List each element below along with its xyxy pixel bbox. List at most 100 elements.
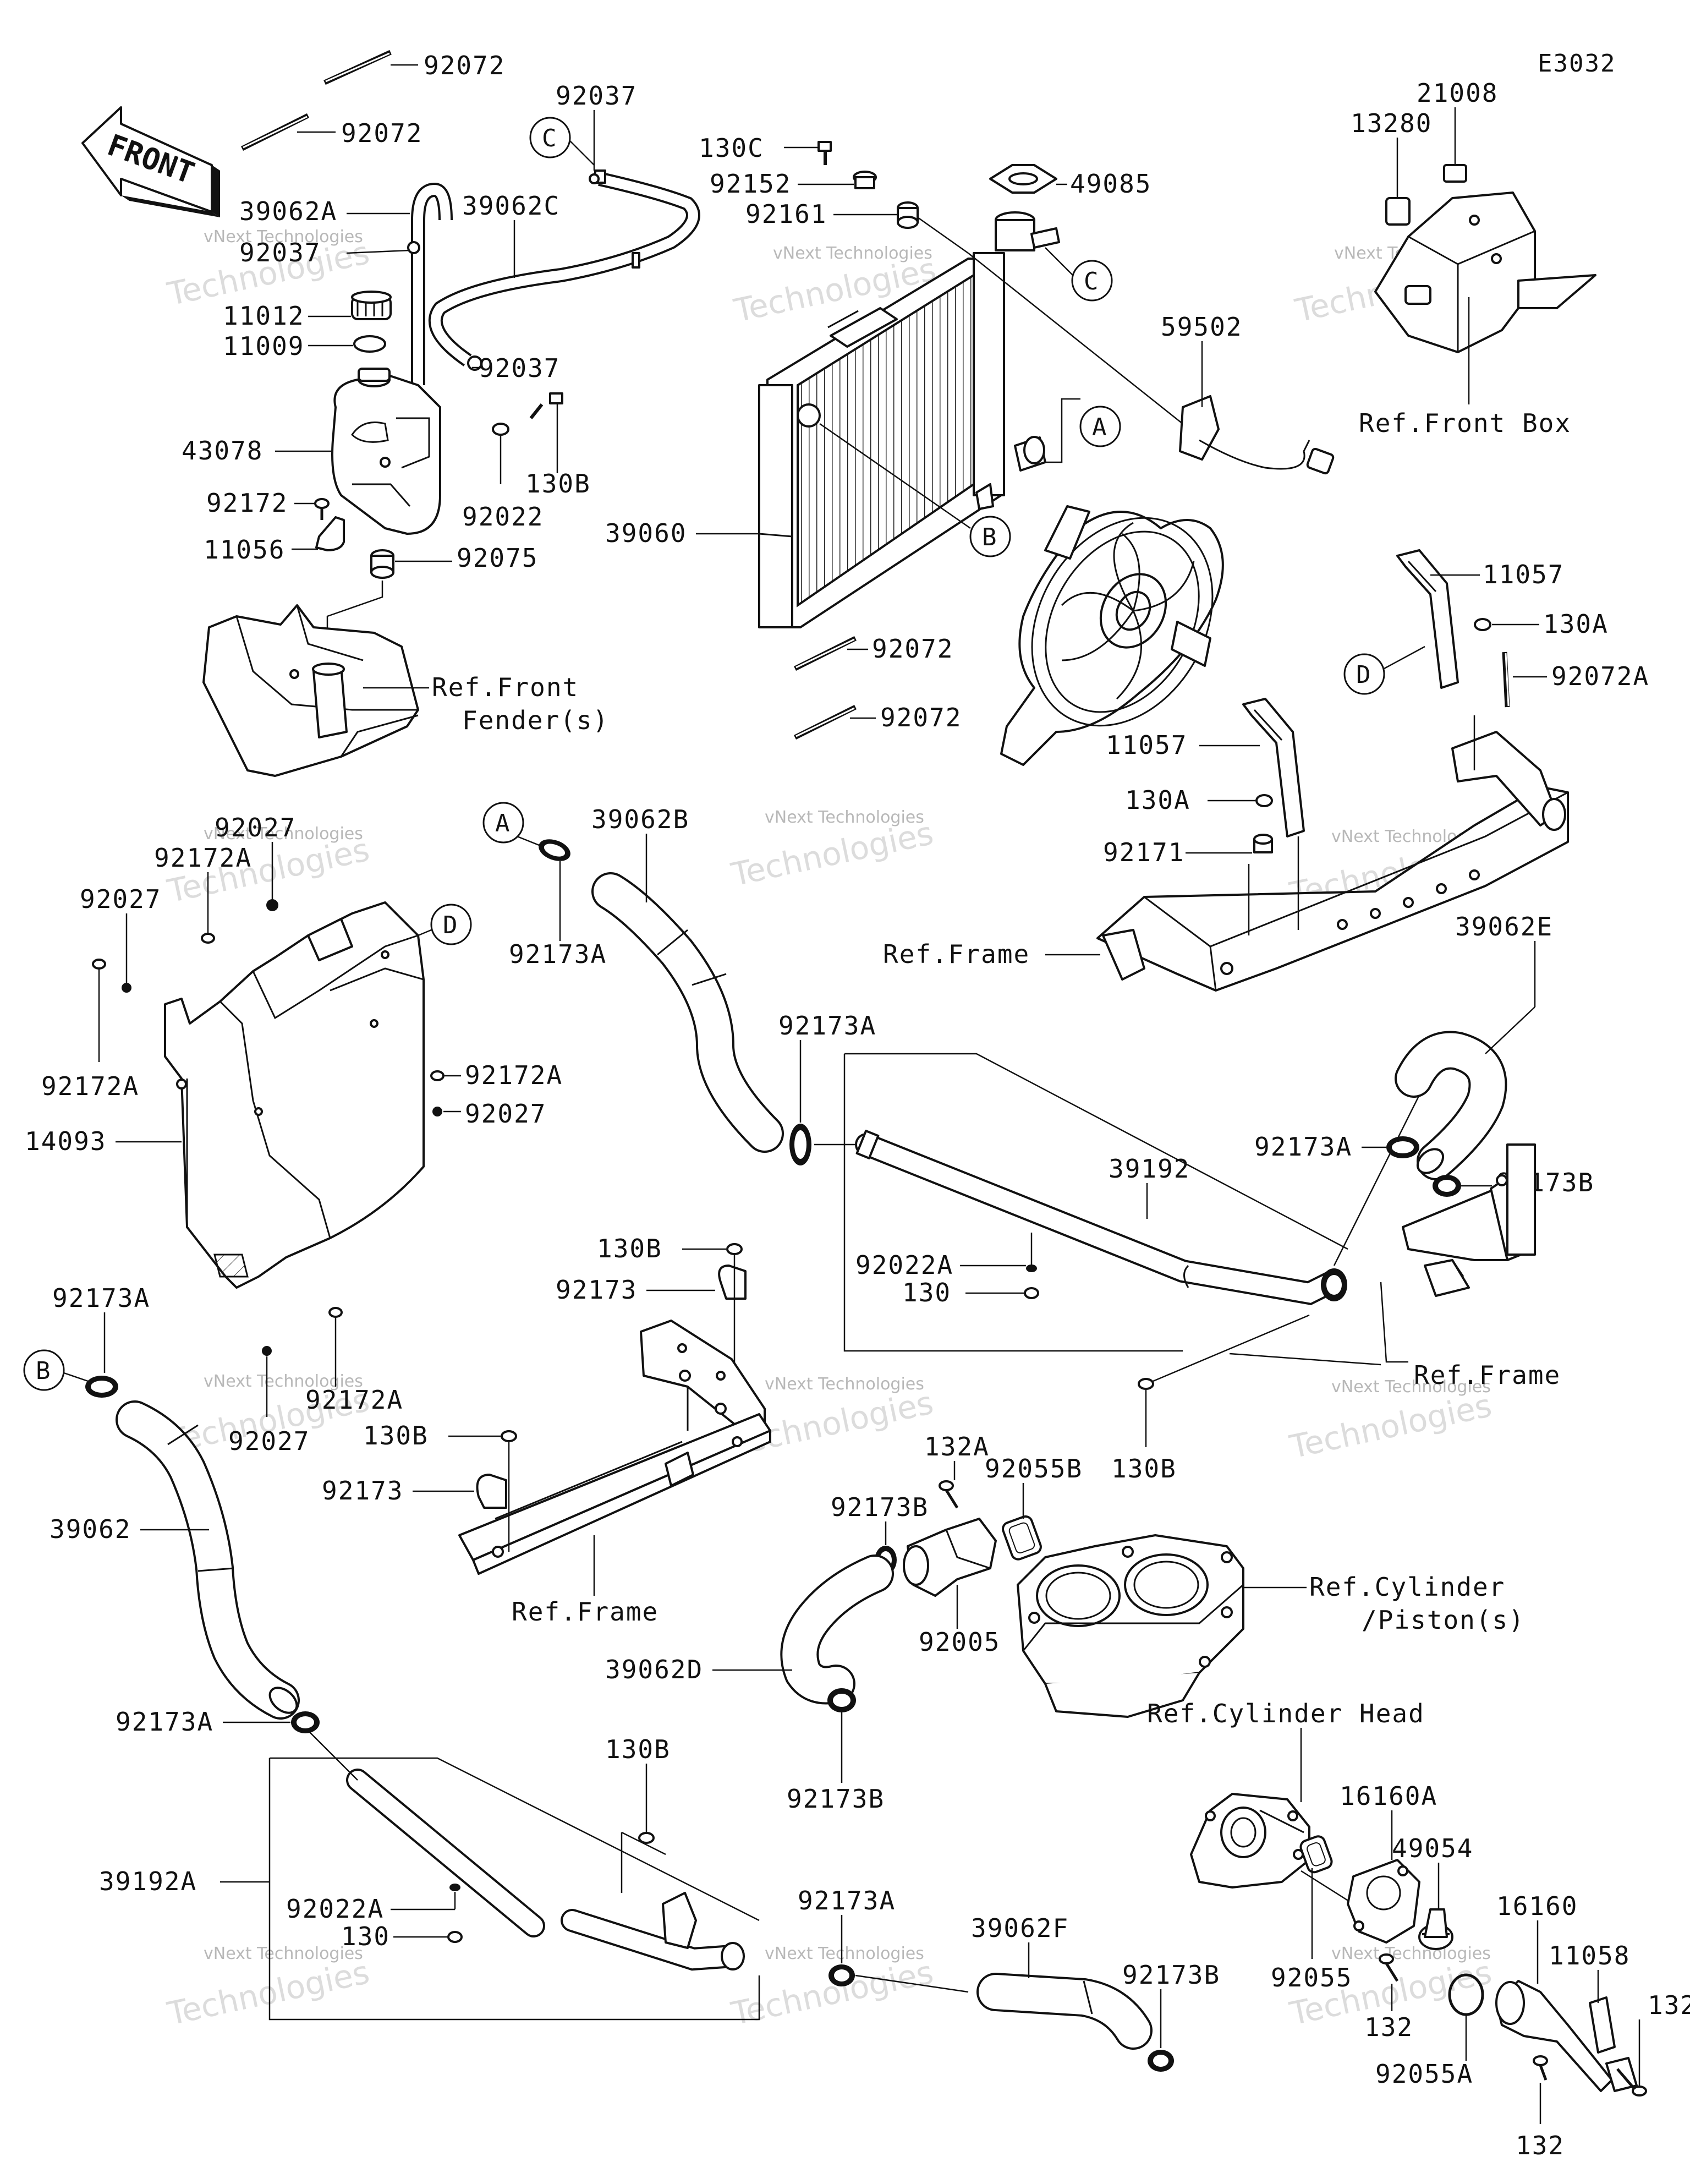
- part-label: 92055B: [985, 1454, 1083, 1484]
- watermark-text: vNext Technologies: [204, 227, 363, 247]
- bolt-icon: [638, 1832, 655, 1844]
- ref-label: Ref.Front: [432, 672, 579, 702]
- nut-icon: [122, 983, 131, 993]
- part-label: 130B: [1111, 1454, 1177, 1484]
- part-label: 11057: [1106, 730, 1187, 760]
- bolt-icon: [1255, 794, 1273, 807]
- callout-circle: [1343, 653, 1385, 695]
- hose-clamp-icon: [291, 1711, 320, 1733]
- bolt-icon: [1379, 1953, 1399, 1982]
- part-label: 92172A: [465, 1060, 563, 1090]
- part-label: 92172: [206, 488, 288, 518]
- part-label: 130A: [1125, 785, 1190, 815]
- watermark-big: Technologies: [1286, 1387, 1495, 1466]
- part-label: 39062F: [971, 1913, 1069, 1943]
- callout-A: A: [495, 809, 510, 838]
- part-label: 39192: [1109, 1154, 1190, 1184]
- part-label: 92173: [322, 1476, 403, 1506]
- part-label: 130: [902, 1278, 951, 1307]
- frame-ref-part: [1096, 731, 1569, 992]
- nut-icon: [1253, 834, 1273, 853]
- part-label: 132: [1648, 1990, 1690, 2020]
- cable-tie-icon: [1502, 652, 1510, 708]
- bolt-icon: [1533, 2055, 1548, 2081]
- part-label: 92037: [239, 238, 321, 267]
- cable-tie-icon: [240, 50, 418, 151]
- nut-icon: [262, 1346, 272, 1356]
- watermark-text: vNext Technologies: [765, 808, 924, 827]
- radiator-fan-assembly: [1000, 395, 1335, 766]
- part-label: 92027: [80, 884, 161, 914]
- reservoir-cap-icon: [351, 291, 392, 320]
- washer-icon: [449, 1884, 460, 1891]
- watermark-big: Technologies: [164, 1953, 373, 2033]
- callout-B: B: [982, 523, 997, 551]
- part-label: 92173B: [831, 1492, 929, 1522]
- fuse-relay-icon: [1385, 197, 1411, 226]
- thermostat-icon: [1418, 1908, 1453, 1950]
- part-label: 49054: [1392, 1833, 1473, 1863]
- callout-A: A: [1092, 413, 1107, 441]
- fan-bracket-icon: [1396, 549, 1459, 689]
- callout-D: D: [443, 911, 458, 939]
- washer-icon: [1026, 1265, 1037, 1272]
- part-label: 92172A: [305, 1385, 403, 1415]
- coolant-reservoir-tank: [331, 368, 441, 535]
- part-label: 39062: [50, 1514, 131, 1544]
- ref-label: /Piston(s): [1362, 1605, 1525, 1635]
- hose-clamp-icon: [85, 1376, 118, 1398]
- part-label: 39062A: [239, 196, 337, 226]
- ref-label: Ref.Cylinder Head: [1147, 1699, 1425, 1728]
- front-box-ref-part: [1374, 191, 1596, 353]
- screw-icon: [201, 933, 215, 944]
- bolt-icon: [529, 392, 563, 419]
- part-label: 13280: [1351, 108, 1432, 138]
- hose-clamp-icon: [828, 1964, 855, 1986]
- part-label: 11057: [1483, 560, 1564, 589]
- bolt-icon: [1616, 2068, 1647, 2097]
- fan-shroud-cover: [164, 901, 425, 1289]
- part-label: 21008: [1417, 78, 1498, 108]
- bolt-icon: [1474, 618, 1491, 631]
- radiator-hose-39062B: [591, 872, 784, 1153]
- bolt-icon: [1138, 1378, 1154, 1390]
- callout-circle: [969, 516, 1011, 557]
- ref-label: Ref.Front Box: [1359, 408, 1571, 438]
- frame-ref-part: [458, 1320, 771, 1575]
- part-label: 92072: [341, 118, 422, 148]
- callout-circle: [430, 904, 472, 945]
- part-label: 92173A: [509, 939, 607, 969]
- part-label: 39062E: [1455, 912, 1553, 942]
- radiator-core: [758, 252, 1046, 628]
- part-label: 59502: [1161, 312, 1242, 342]
- part-label: 92172A: [154, 843, 252, 873]
- fan-bracket-icon: [1242, 698, 1305, 838]
- thermostat-housing-icon: [903, 1518, 997, 1597]
- frame-ref-part: [1402, 1143, 1536, 1297]
- screw-icon: [92, 959, 106, 970]
- watermark-text: vNext Technologies: [1331, 1944, 1491, 1963]
- ref-label: Ref.Cylinder: [1309, 1572, 1505, 1602]
- mounting-bracket-icon: [315, 516, 345, 551]
- part-label: 92072: [424, 51, 505, 80]
- part-label: 130B: [597, 1234, 662, 1263]
- nut-icon: [432, 1107, 442, 1116]
- radiator-hose-39062F: [976, 1973, 1153, 2050]
- hose-clamp-icon: [539, 839, 570, 861]
- watermark-text: vNext Technologies: [765, 1375, 924, 1394]
- part-label: 130B: [605, 1734, 671, 1764]
- part-label: 130B: [363, 1421, 429, 1450]
- part-label: 132A: [924, 1432, 990, 1462]
- coolant-pipe-39192A: [308, 1730, 745, 1971]
- part-label: 92027: [215, 813, 296, 842]
- collar-icon: [853, 171, 877, 189]
- part-label: 92171: [1103, 838, 1184, 867]
- callout-circle: [1071, 260, 1113, 302]
- part-label: 92161: [745, 199, 827, 229]
- part-label: 130C: [699, 133, 764, 163]
- pipe-clamp-icon: [476, 1474, 507, 1509]
- part-label: 43078: [182, 436, 263, 466]
- bolt-icon: [447, 1931, 463, 1943]
- part-label: 92152: [710, 169, 791, 199]
